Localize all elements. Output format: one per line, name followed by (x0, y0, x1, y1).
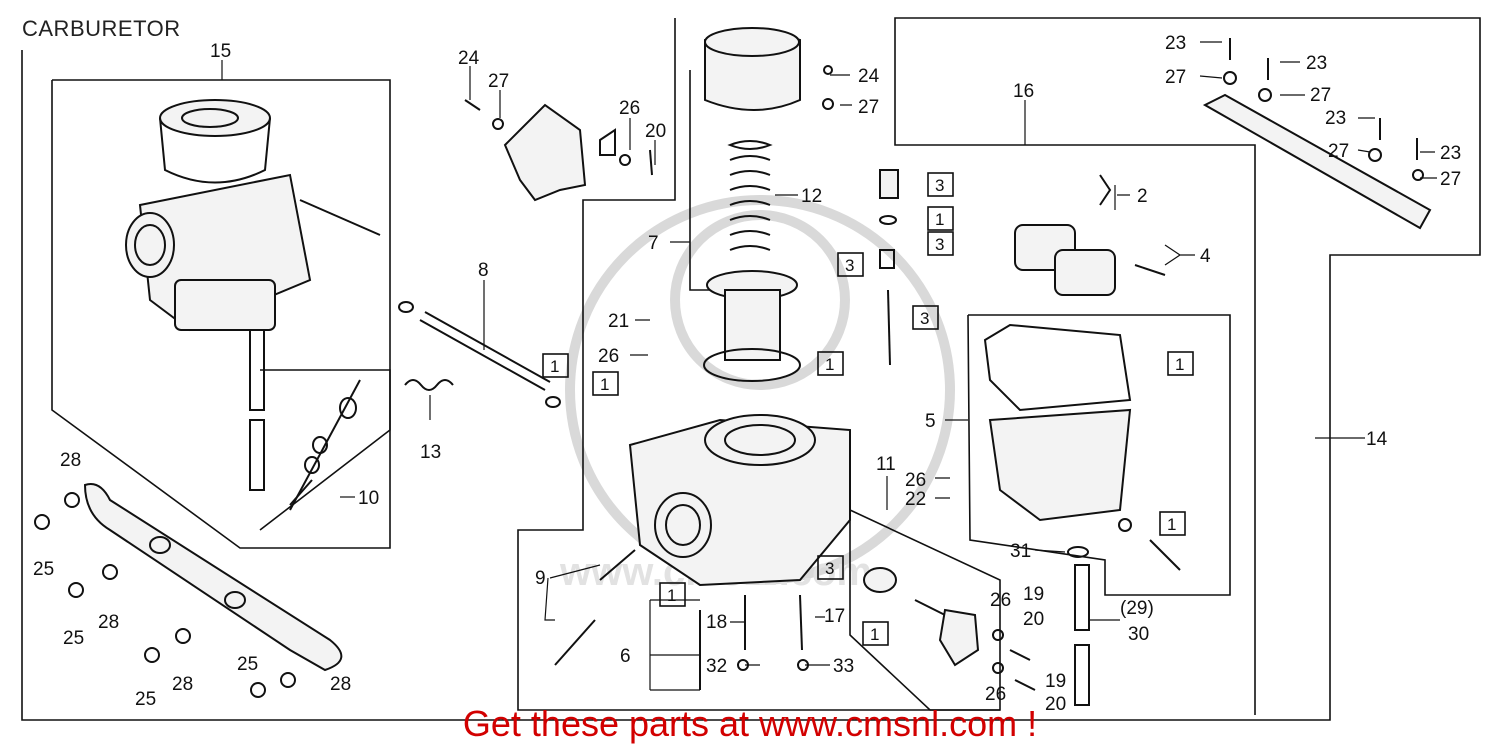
kit-ref: 1 (870, 625, 879, 644)
kit-ref: 3 (845, 256, 854, 275)
float-chamber-icon[interactable] (983, 323, 1181, 571)
carburetor-assembly-icon[interactable] (125, 99, 381, 491)
callout-26: 26 (905, 470, 926, 491)
vacuum-piston-icon[interactable] (703, 270, 801, 382)
callout-15: 15 (210, 41, 231, 62)
callout-25: 25 (63, 628, 84, 649)
callout-27: 27 (1165, 67, 1186, 88)
callout-25: 25 (135, 689, 156, 710)
bolts-and-washers-left-icon[interactable] (34, 492, 296, 698)
kit-ref: 1 (667, 586, 676, 605)
callout-33: 33 (833, 656, 854, 677)
kit-ref: 1 (550, 357, 559, 376)
carburetor-body-icon[interactable] (628, 414, 851, 587)
callout-4: 4 (1200, 246, 1211, 267)
callout-10: 10 (358, 488, 379, 509)
diaphragm-spring-icon[interactable] (727, 140, 773, 251)
kit-reference-boxes: 3 1 3 3 3 1 1 1 1 1 3 1 1 (542, 172, 1194, 646)
callout-20: 20 (1023, 609, 1044, 630)
callout-32: 32 (706, 656, 727, 677)
callout-24: 24 (858, 66, 880, 87)
kit-ref: 1 (825, 355, 834, 374)
callout-28: 28 (172, 674, 193, 695)
accelerator-pump-icon[interactable] (863, 567, 1036, 691)
kit-ref: 3 (935, 235, 944, 254)
kit-ref: 3 (920, 309, 929, 328)
diaphragm-cover-icon[interactable] (704, 27, 834, 111)
callout-23: 23 (1325, 108, 1346, 129)
callout-12: 12 (801, 186, 822, 207)
callout-9: 9 (535, 568, 546, 589)
callout-labels: 15 24 27 26 20 24 27 12 7 16 2 4 23 23 2… (33, 33, 1461, 715)
callout-28: 28 (60, 450, 81, 471)
callout-30: 30 (1128, 624, 1149, 645)
callout-27: 27 (858, 97, 879, 118)
callout-27: 27 (1440, 169, 1461, 190)
callout-26: 26 (619, 98, 640, 119)
callout-27: 27 (1310, 85, 1331, 106)
callout-26: 26 (990, 590, 1011, 611)
callout-24: 24 (458, 48, 480, 69)
kit-ref: 1 (1175, 355, 1184, 374)
group-frames (21, 17, 1481, 721)
callout-7: 7 (648, 233, 659, 254)
callout-23: 23 (1440, 143, 1461, 164)
callout-27: 27 (1328, 141, 1349, 162)
callout-29: (29) (1120, 598, 1154, 619)
callout-22: 22 (905, 489, 926, 510)
callout-20: 20 (1045, 694, 1066, 715)
needle-jet-set-icon[interactable] (879, 169, 1112, 366)
callout-8: 8 (478, 260, 489, 281)
callout-14: 14 (1366, 429, 1388, 450)
page-title: CARBURETOR (22, 16, 181, 41)
callout-23: 23 (1306, 53, 1327, 74)
callout-31: 31 (1010, 541, 1031, 562)
top-bracket-bar-icon[interactable] (1202, 38, 1432, 230)
callout-19: 19 (1045, 671, 1066, 692)
callout-28: 28 (330, 674, 351, 695)
throttle-link-bracket-icon[interactable] (464, 99, 653, 202)
callout-20: 20 (645, 121, 666, 142)
callout-2: 2 (1137, 186, 1148, 207)
callout-25: 25 (33, 559, 54, 580)
callout-17: 17 (824, 606, 845, 627)
callout-11: 11 (876, 454, 896, 475)
callout-19: 19 (1023, 584, 1044, 605)
callout-25: 25 (237, 654, 258, 675)
shaft-and-spring-icon[interactable] (398, 301, 561, 408)
kit-ref: 1 (1167, 515, 1176, 534)
kit-ref: 3 (935, 176, 944, 195)
callout-13: 13 (420, 442, 441, 463)
footer-link[interactable]: Get these parts at www.cmsnl.com ! (462, 703, 1038, 744)
pilot-screw-set-icon[interactable] (289, 379, 361, 511)
kit-ref: 1 (935, 210, 944, 229)
drain-tube-icon[interactable] (1067, 546, 1090, 706)
callout-27: 27 (488, 71, 509, 92)
callout-6: 6 (620, 646, 631, 667)
callout-21: 21 (608, 311, 629, 332)
callout-16: 16 (1013, 81, 1034, 102)
callout-23: 23 (1165, 33, 1186, 54)
float-icon[interactable] (1014, 224, 1166, 296)
callout-28: 28 (98, 612, 119, 633)
callout-18: 18 (706, 612, 727, 633)
callout-26: 26 (985, 684, 1006, 705)
callout-26: 26 (598, 346, 619, 367)
callout-5: 5 (925, 411, 936, 432)
leader-lines (221, 41, 1437, 691)
kit-ref: 1 (600, 375, 609, 394)
kit-ref: 3 (825, 559, 834, 578)
rubber-mount-bracket-icon[interactable] (83, 483, 343, 672)
